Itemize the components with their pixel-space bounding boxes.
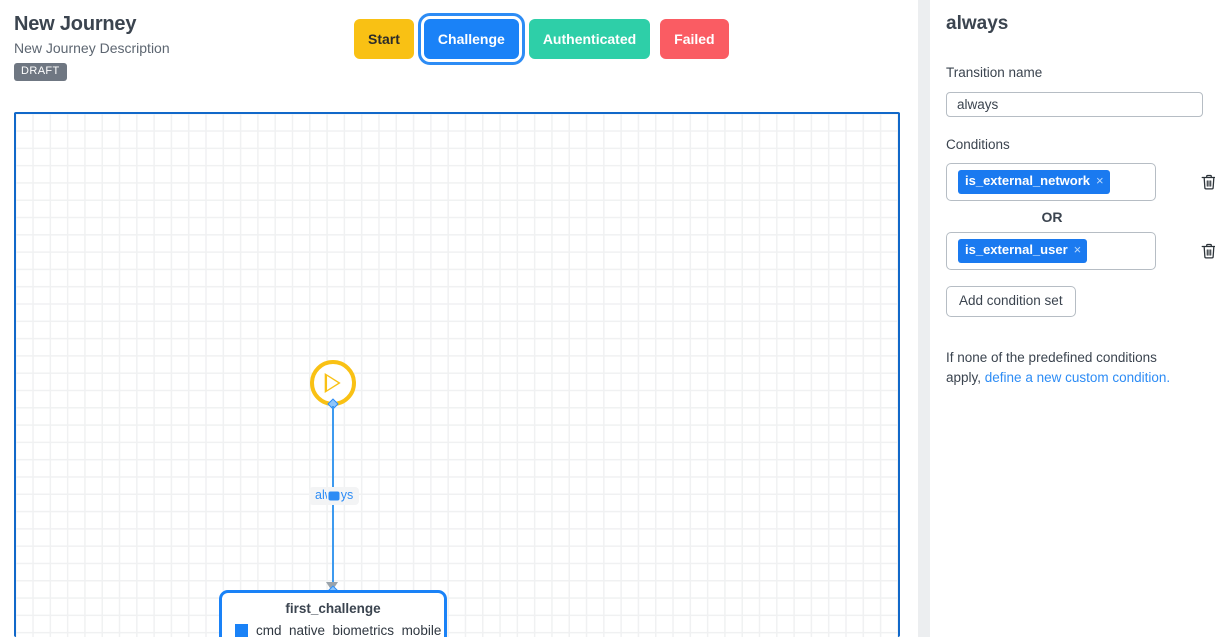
state-button-start[interactable]: Start bbox=[354, 19, 414, 59]
transition-badge-icon bbox=[328, 491, 340, 501]
condition-chip[interactable]: is_external_user × bbox=[958, 239, 1088, 263]
panel-title: always bbox=[946, 13, 1009, 34]
page-title: New Journey bbox=[14, 13, 137, 35]
condition-chip-label: is_external_network bbox=[965, 173, 1091, 189]
node-item[interactable]: cmd_native_biometrics_mobile bbox=[222, 620, 444, 637]
transition-details-panel: always Transition name Conditions is_ext… bbox=[930, 0, 1215, 637]
node-item-marker-icon bbox=[235, 624, 248, 637]
status-badge: DRAFT bbox=[14, 63, 67, 81]
condition-set-box[interactable]: is_external_user × bbox=[946, 232, 1156, 270]
trash-icon[interactable] bbox=[1200, 173, 1215, 191]
state-button-failed[interactable]: Failed bbox=[660, 19, 729, 59]
panel-divider bbox=[918, 0, 930, 637]
conditions-label: Conditions bbox=[946, 137, 1010, 152]
custom-condition-link[interactable]: define a new custom condition. bbox=[984, 370, 1171, 386]
or-separator: OR bbox=[1041, 209, 1063, 225]
condition-chip-label: is_external_user bbox=[965, 242, 1068, 258]
transition-name-input[interactable] bbox=[946, 92, 1203, 117]
condition-chip[interactable]: is_external_network × bbox=[958, 170, 1110, 194]
condition-set-row: is_external_network × bbox=[946, 163, 1215, 201]
trash-icon[interactable] bbox=[1200, 242, 1215, 260]
node-first-challenge[interactable]: first_challenge cmd_native_biometrics_mo… bbox=[219, 590, 447, 637]
state-button-authenticated[interactable]: Authenticated bbox=[528, 19, 651, 59]
condition-set-row: is_external_user × bbox=[946, 232, 1215, 270]
node-title: first_challenge bbox=[285, 601, 381, 616]
start-node[interactable] bbox=[310, 360, 356, 406]
node-item-label: cmd_native_biometrics_mobile bbox=[256, 623, 442, 637]
state-button-challenge[interactable]: Challenge bbox=[417, 13, 525, 65]
canvas-grid bbox=[16, 114, 898, 637]
transition-name-label: Transition name bbox=[946, 65, 1043, 80]
journey-canvas[interactable]: always first_challenge cmd_native_biomet… bbox=[14, 112, 900, 637]
hint-text: If none of the predefined conditions app… bbox=[946, 349, 1157, 386]
page-subtitle: New Journey Description bbox=[14, 40, 170, 56]
edge-label-always[interactable]: always bbox=[309, 487, 360, 505]
conditions-list: is_external_network × OR is_external_user × A… bbox=[946, 163, 1215, 389]
close-icon[interactable]: × bbox=[1096, 173, 1104, 189]
close-icon[interactable]: × bbox=[1073, 242, 1082, 258]
play-icon-inner bbox=[327, 376, 339, 390]
add-condition-set-button[interactable]: Add condition set bbox=[946, 286, 1076, 317]
custom-condition-hint: If none of the predefined conditions app… bbox=[946, 348, 1191, 389]
condition-set-box[interactable]: is_external_network × bbox=[946, 163, 1156, 201]
